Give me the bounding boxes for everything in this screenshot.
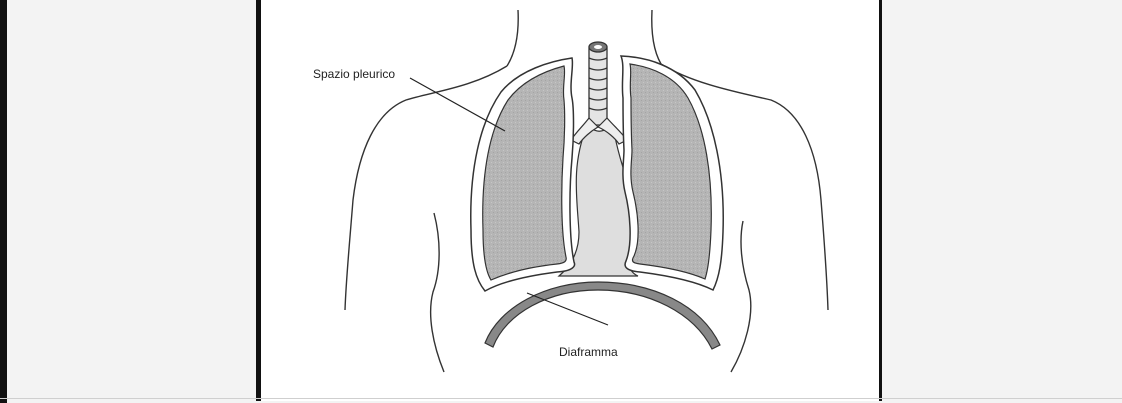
neck-left-line — [507, 10, 518, 66]
pleural-space-leader-line — [410, 78, 505, 131]
diaphragm — [485, 282, 720, 349]
neck-right-line — [652, 10, 661, 64]
left-torso-line — [431, 213, 444, 372]
left-lung — [483, 66, 567, 280]
left-lung-group — [471, 58, 575, 291]
lung-diagram: Spazio pleurico Diaframma — [261, 0, 879, 401]
trachea — [589, 42, 607, 125]
left-border — [0, 0, 7, 403]
right-torso-line — [731, 221, 751, 372]
figure-frame: Spazio pleurico Diaframma — [256, 0, 882, 401]
page-bottom-line — [0, 398, 1122, 399]
diaphragm-label: Diaframma — [559, 345, 618, 359]
diaphragm-leader-line — [527, 293, 608, 325]
right-lung-group — [621, 56, 723, 290]
trachea-opening — [594, 45, 602, 49]
pleural-space-label: Spazio pleurico — [313, 67, 395, 81]
